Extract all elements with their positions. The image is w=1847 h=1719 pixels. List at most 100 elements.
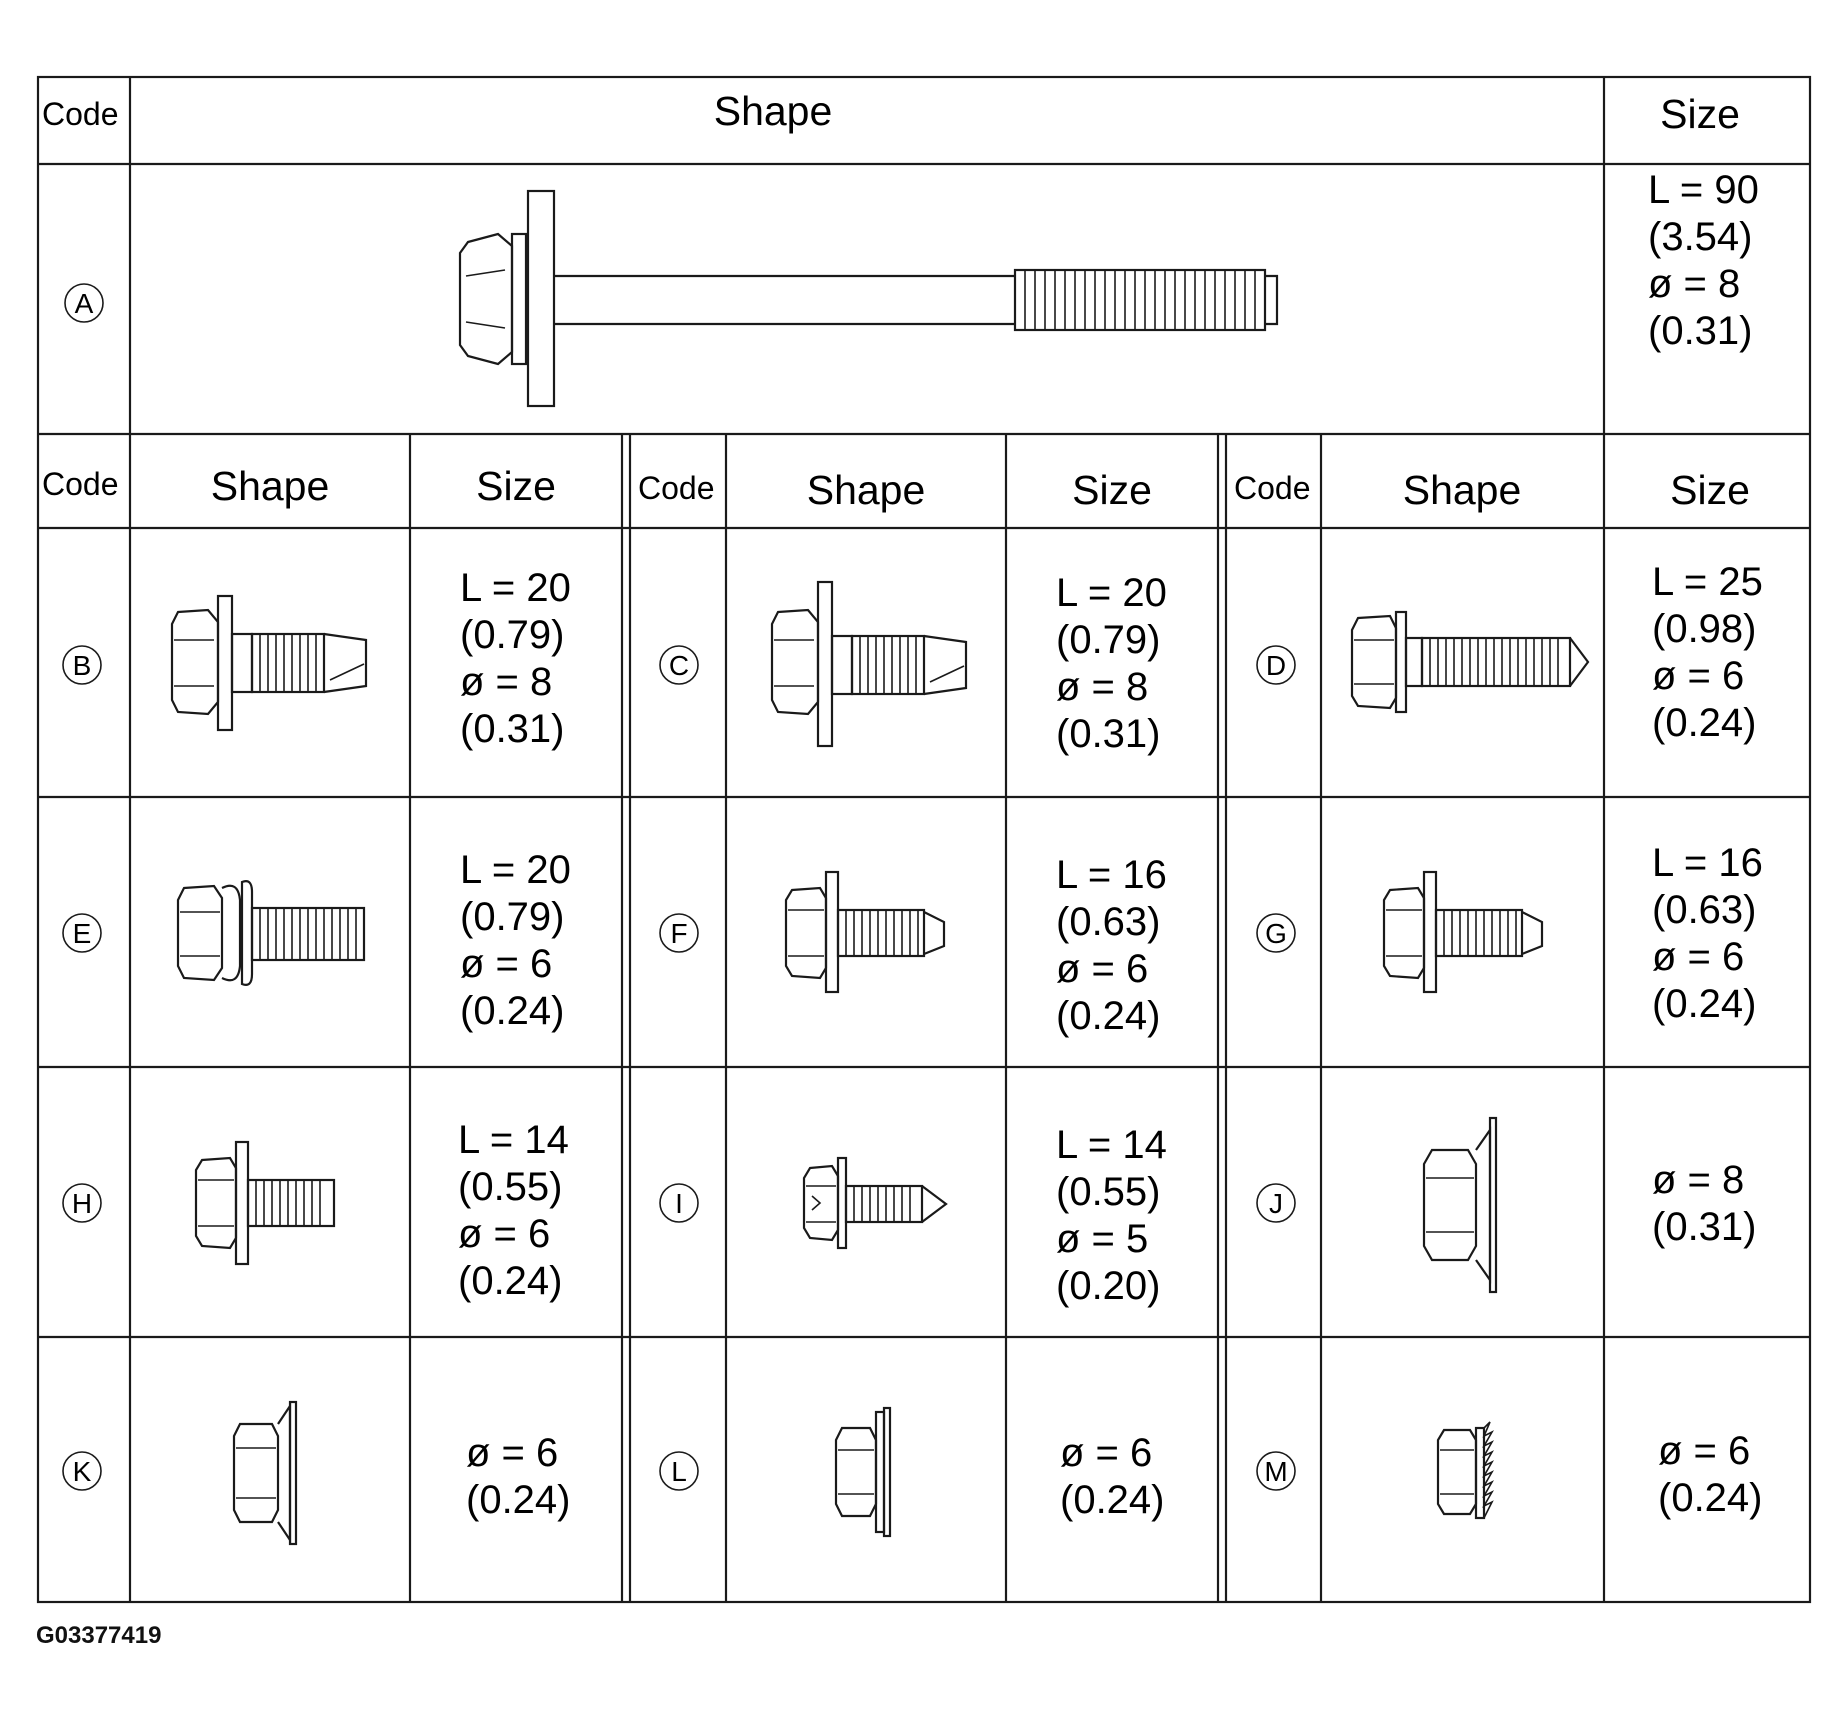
figure-id: G03377419 [36, 1622, 162, 1649]
size-j: ø = 8 (0.31) [1652, 1158, 1757, 1249]
svg-text:ø = 6: ø = 6 [458, 1212, 550, 1256]
fastener-drawing-g [1382, 870, 1544, 994]
header-shape-top: Shape [714, 88, 833, 134]
header-code-top: Code [42, 96, 119, 132]
svg-text:(0.20): (0.20) [1056, 1264, 1161, 1308]
svg-text:C: C [669, 650, 689, 681]
fastener-drawing-c [770, 580, 968, 748]
svg-text:L = 16: L = 16 [1056, 853, 1167, 897]
svg-text:(0.24): (0.24) [458, 1259, 563, 1303]
code-label-h: H [62, 1183, 102, 1223]
svg-text:H: H [72, 1188, 92, 1219]
svg-text:ø = 8: ø = 8 [1648, 262, 1740, 306]
fastener-drawing-i [802, 1156, 948, 1250]
header-code-col2: Code [638, 470, 715, 506]
code-label-i: I [659, 1183, 699, 1223]
size-e: L = 20 (0.79) ø = 6 (0.24) [460, 848, 571, 1033]
fastener-drawing-f [784, 870, 946, 994]
fastener-drawing-e [176, 880, 366, 986]
svg-text:ø = 6: ø = 6 [1652, 654, 1744, 698]
svg-text:(0.63): (0.63) [1652, 888, 1757, 932]
svg-text:(0.24): (0.24) [1056, 994, 1161, 1038]
svg-text:ø = 6: ø = 6 [1056, 947, 1148, 991]
header-code-col1: Code [42, 466, 119, 502]
svg-text:L = 20: L = 20 [1056, 571, 1167, 615]
size-d: L = 25 (0.98) ø = 6 (0.24) [1652, 560, 1763, 745]
fastener-drawing-j [1422, 1116, 1498, 1294]
svg-text:M: M [1264, 1456, 1287, 1487]
svg-text:F: F [670, 918, 687, 949]
svg-text:ø = 8: ø = 8 [1056, 665, 1148, 709]
svg-text:(0.31): (0.31) [1648, 309, 1753, 353]
code-label-k: K [62, 1451, 102, 1491]
svg-text:(0.24): (0.24) [460, 989, 565, 1033]
svg-text:A: A [75, 288, 94, 319]
svg-text:(0.24): (0.24) [1652, 982, 1757, 1026]
code-label-f: F [659, 913, 699, 953]
svg-text:ø = 8: ø = 8 [460, 660, 552, 704]
code-label-j: J [1256, 1183, 1296, 1223]
svg-text:(0.31): (0.31) [1652, 1205, 1757, 1249]
header-shape-col1: Shape [211, 463, 330, 509]
svg-text:G: G [1265, 918, 1287, 949]
svg-text:(0.31): (0.31) [460, 707, 565, 751]
svg-text:(0.24): (0.24) [1652, 701, 1757, 745]
svg-text:L = 20: L = 20 [460, 566, 571, 610]
svg-text:I: I [675, 1188, 683, 1219]
size-l: ø = 6 (0.24) [1060, 1431, 1165, 1522]
svg-text:(0.63): (0.63) [1056, 900, 1161, 944]
size-g: L = 16 (0.63) ø = 6 (0.24) [1652, 841, 1763, 1026]
svg-text:ø = 8: ø = 8 [1652, 1158, 1744, 1202]
code-label-m: M [1256, 1451, 1296, 1491]
header-shape-col3: Shape [1403, 467, 1522, 513]
svg-text:L = 25: L = 25 [1652, 560, 1763, 604]
svg-text:K: K [73, 1456, 92, 1487]
size-labels: L = 90 (3.54) ø = 8 (0.31) L = 20 (0.79)… [458, 168, 1763, 1522]
header-size-col2: Size [1072, 467, 1152, 513]
size-f: L = 16 (0.63) ø = 6 (0.24) [1056, 853, 1167, 1038]
size-b: L = 20 (0.79) ø = 8 (0.31) [460, 566, 571, 751]
svg-text:ø = 6: ø = 6 [1652, 935, 1744, 979]
code-label-g: G [1256, 913, 1296, 953]
svg-text:(0.98): (0.98) [1652, 607, 1757, 651]
svg-text:(0.55): (0.55) [1056, 1170, 1161, 1214]
size-a: L = 90 (3.54) ø = 8 (0.31) [1648, 168, 1759, 353]
svg-text:(0.24): (0.24) [466, 1478, 571, 1522]
code-label-c: C [659, 645, 699, 685]
size-m: ø = 6 (0.24) [1658, 1429, 1763, 1520]
size-h: L = 14 (0.55) ø = 6 (0.24) [458, 1118, 569, 1303]
svg-text:ø = 6: ø = 6 [466, 1431, 558, 1475]
svg-text:(0.55): (0.55) [458, 1165, 563, 1209]
svg-text:(0.24): (0.24) [1658, 1476, 1763, 1520]
header-size-col3: Size [1670, 467, 1750, 513]
svg-text:(0.79): (0.79) [460, 895, 565, 939]
svg-text:ø = 6: ø = 6 [460, 942, 552, 986]
svg-text:B: B [73, 650, 92, 681]
svg-text:E: E [73, 918, 92, 949]
svg-text:L = 14: L = 14 [458, 1118, 569, 1162]
size-c: L = 20 (0.79) ø = 8 (0.31) [1056, 571, 1167, 756]
svg-text:D: D [1266, 650, 1286, 681]
table-grid [36, 75, 1812, 1604]
svg-text:ø = 5: ø = 5 [1056, 1217, 1148, 1261]
fastener-drawing-k [232, 1400, 298, 1546]
fastener-drawing-b [170, 594, 368, 732]
size-k: ø = 6 (0.24) [466, 1431, 571, 1522]
svg-text:(0.31): (0.31) [1056, 712, 1161, 756]
fastener-drawing-m [1436, 1421, 1495, 1520]
fastener-drawing-h [194, 1140, 336, 1266]
svg-text:L = 14: L = 14 [1056, 1123, 1167, 1167]
svg-text:ø = 6: ø = 6 [1658, 1429, 1750, 1473]
fastener-drawing-a [458, 189, 1279, 408]
svg-text:(0.24): (0.24) [1060, 1478, 1165, 1522]
code-label-b: B [62, 645, 102, 685]
svg-text:L = 16: L = 16 [1652, 841, 1763, 885]
svg-text:L: L [671, 1456, 687, 1487]
code-labels: A B C D E F G H I J K L M [62, 283, 1296, 1491]
header-size-col1: Size [476, 463, 556, 509]
code-label-l: L [659, 1451, 699, 1491]
fastener-drawing-l [834, 1406, 892, 1538]
fastener-drawing-d [1350, 610, 1590, 714]
code-label-e: E [62, 913, 102, 953]
